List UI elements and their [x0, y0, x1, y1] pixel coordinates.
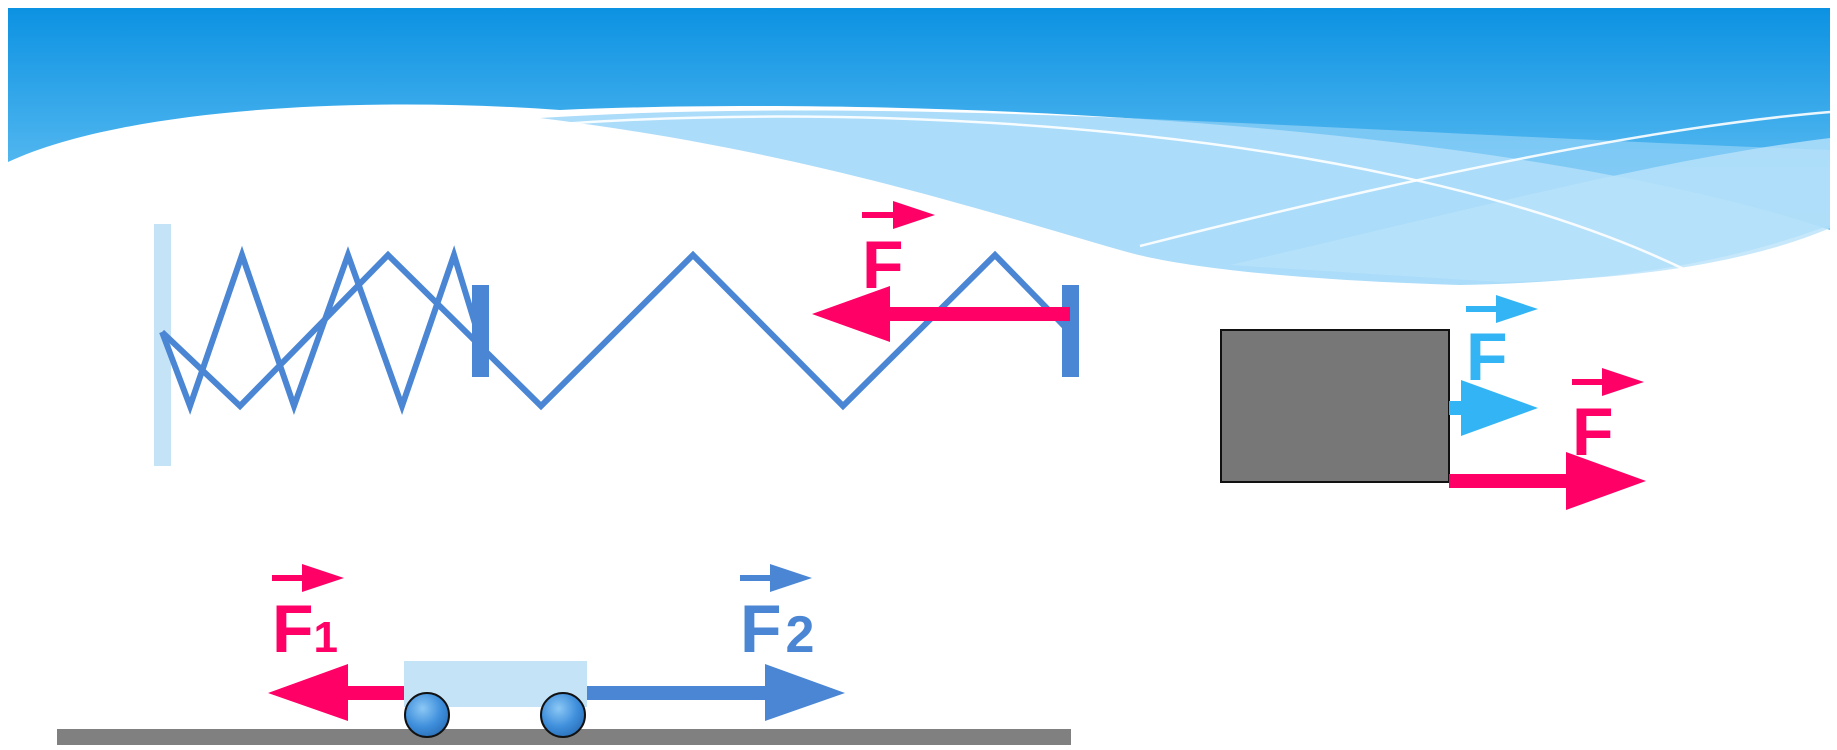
- compressed-spring: [159, 245, 483, 416]
- force2-arrow-head: [765, 664, 845, 721]
- large-force-arrow-shaft: [1449, 474, 1571, 488]
- small-force-vector-mark-head: [1496, 295, 1538, 323]
- small-force-label: F: [1466, 319, 1508, 395]
- large-force-arrow-head: [1566, 452, 1646, 510]
- gray-block: [1220, 329, 1450, 483]
- small-force-arrow-head: [1461, 380, 1538, 436]
- cart-wheel-right: [540, 692, 586, 738]
- spring-end-plate-compressed: [472, 285, 489, 377]
- cart-scene: F1 F2: [57, 564, 1071, 745]
- block-scene: F F: [1220, 295, 1646, 510]
- force2-arrow-shaft: [587, 686, 773, 700]
- extended-spring: [159, 250, 1073, 411]
- force1-arrow-head: [268, 664, 348, 721]
- cart-wheel-left: [404, 692, 450, 738]
- fixed-wall: [154, 224, 171, 466]
- force2-label: F2: [740, 591, 814, 667]
- spring-end-plate-extended: [1062, 285, 1079, 377]
- spring-force-vector-mark-head: [893, 201, 935, 229]
- spring-scene: F: [154, 201, 1079, 466]
- force1-arrow-shaft: [340, 686, 404, 700]
- large-force-label: F: [1572, 394, 1614, 470]
- force1-vector-mark-head: [302, 564, 344, 592]
- force1-label: F1: [272, 591, 338, 667]
- spring-force-label: F: [862, 227, 904, 303]
- spring-force-arrow-head: [812, 286, 890, 342]
- header-banner: [8, 8, 1831, 286]
- force2-vector-mark-head: [770, 564, 812, 592]
- large-force-vector-mark-head: [1602, 368, 1644, 396]
